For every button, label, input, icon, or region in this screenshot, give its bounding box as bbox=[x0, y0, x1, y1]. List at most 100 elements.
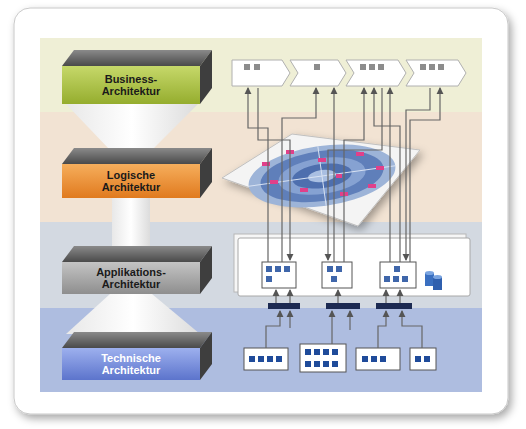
square bbox=[424, 356, 430, 362]
tech-box bbox=[300, 344, 346, 372]
technical-layer bbox=[244, 303, 436, 372]
app-squares bbox=[266, 266, 408, 282]
square bbox=[378, 64, 384, 70]
mapping-arrow bbox=[399, 290, 400, 303]
chevron-squares bbox=[244, 64, 444, 70]
square bbox=[249, 356, 255, 362]
database-icon bbox=[425, 271, 442, 290]
mapping-arrow bbox=[337, 290, 338, 303]
block-side bbox=[200, 148, 212, 198]
layer-block: Applikations- Architektur bbox=[62, 262, 200, 294]
app-box bbox=[262, 262, 296, 288]
square bbox=[284, 266, 290, 272]
square bbox=[244, 64, 250, 70]
hourglass-part bbox=[112, 198, 150, 248]
block-side bbox=[200, 332, 212, 380]
square bbox=[369, 64, 375, 70]
bus-bar bbox=[326, 303, 360, 309]
square bbox=[305, 361, 311, 367]
square bbox=[331, 276, 337, 282]
square bbox=[314, 349, 320, 355]
mapping-arrow bbox=[385, 290, 386, 303]
map-mark bbox=[376, 166, 384, 170]
square bbox=[402, 276, 408, 282]
mapping-arrow bbox=[410, 88, 440, 262]
block-top bbox=[62, 246, 212, 262]
square bbox=[384, 276, 390, 282]
map-mark bbox=[318, 158, 326, 162]
tech-box bbox=[410, 348, 436, 370]
square bbox=[362, 356, 368, 362]
chevron bbox=[290, 60, 346, 86]
square bbox=[323, 361, 329, 367]
layer-band bbox=[40, 222, 482, 308]
mapping-arrow bbox=[282, 88, 316, 262]
bus-bar bbox=[376, 303, 412, 309]
block-top bbox=[62, 148, 212, 164]
mapping-arrow bbox=[328, 88, 382, 260]
square bbox=[305, 349, 311, 355]
square bbox=[314, 64, 320, 70]
square bbox=[438, 64, 444, 70]
layer-label: Business- Architektur bbox=[83, 73, 179, 97]
square bbox=[323, 349, 329, 355]
application-layer bbox=[234, 234, 470, 296]
map-mark bbox=[368, 184, 376, 188]
square bbox=[276, 356, 282, 362]
chevron bbox=[346, 60, 406, 86]
square bbox=[394, 266, 400, 272]
map-marks bbox=[262, 150, 384, 196]
map-mark bbox=[270, 180, 278, 184]
square bbox=[380, 356, 386, 362]
app-container bbox=[238, 238, 470, 296]
mapping-arrow bbox=[331, 311, 332, 344]
square bbox=[258, 356, 264, 362]
square bbox=[429, 64, 435, 70]
square bbox=[336, 266, 342, 272]
hourglass bbox=[66, 104, 200, 334]
square bbox=[314, 361, 320, 367]
mapping-arrow bbox=[406, 88, 430, 260]
layer-block: Technische Architektur bbox=[62, 348, 200, 380]
db-top bbox=[433, 275, 442, 279]
layer-band bbox=[40, 38, 482, 112]
square bbox=[332, 361, 338, 367]
mapping-arrow bbox=[275, 290, 276, 303]
square bbox=[371, 356, 377, 362]
mapping-arrow bbox=[289, 311, 290, 328]
layer-label: Technische Architektur bbox=[83, 352, 179, 376]
map-mark bbox=[336, 174, 342, 178]
mapping-arrow bbox=[266, 311, 280, 348]
map-mark bbox=[300, 188, 308, 192]
block-tops bbox=[62, 50, 212, 380]
map-mark bbox=[262, 162, 270, 166]
square bbox=[420, 64, 426, 70]
layer-block: Logische Architektur bbox=[62, 164, 200, 198]
mapping-arrows bbox=[248, 88, 440, 348]
block-top bbox=[62, 50, 212, 66]
mapping-arrow bbox=[389, 88, 390, 262]
square bbox=[415, 356, 421, 362]
chevron bbox=[406, 60, 466, 86]
mapping-arrow bbox=[374, 88, 400, 262]
bus-bar bbox=[268, 303, 300, 309]
square bbox=[266, 276, 272, 282]
value-chain bbox=[232, 60, 466, 86]
chevron bbox=[232, 60, 290, 86]
square bbox=[267, 356, 273, 362]
mapping-arrow bbox=[344, 88, 364, 262]
layer-block: Business- Architektur bbox=[62, 66, 200, 104]
tech-squares bbox=[249, 349, 430, 367]
square bbox=[360, 64, 366, 70]
mapping-arrow bbox=[349, 311, 350, 330]
mapping-arrow bbox=[402, 311, 422, 348]
layer-label: Applikations- Architektur bbox=[83, 266, 179, 290]
app-box bbox=[322, 262, 352, 288]
map-mark bbox=[356, 152, 364, 156]
block-side bbox=[200, 50, 212, 104]
mapping-arrow bbox=[258, 88, 290, 260]
square bbox=[266, 266, 272, 272]
square bbox=[332, 349, 338, 355]
